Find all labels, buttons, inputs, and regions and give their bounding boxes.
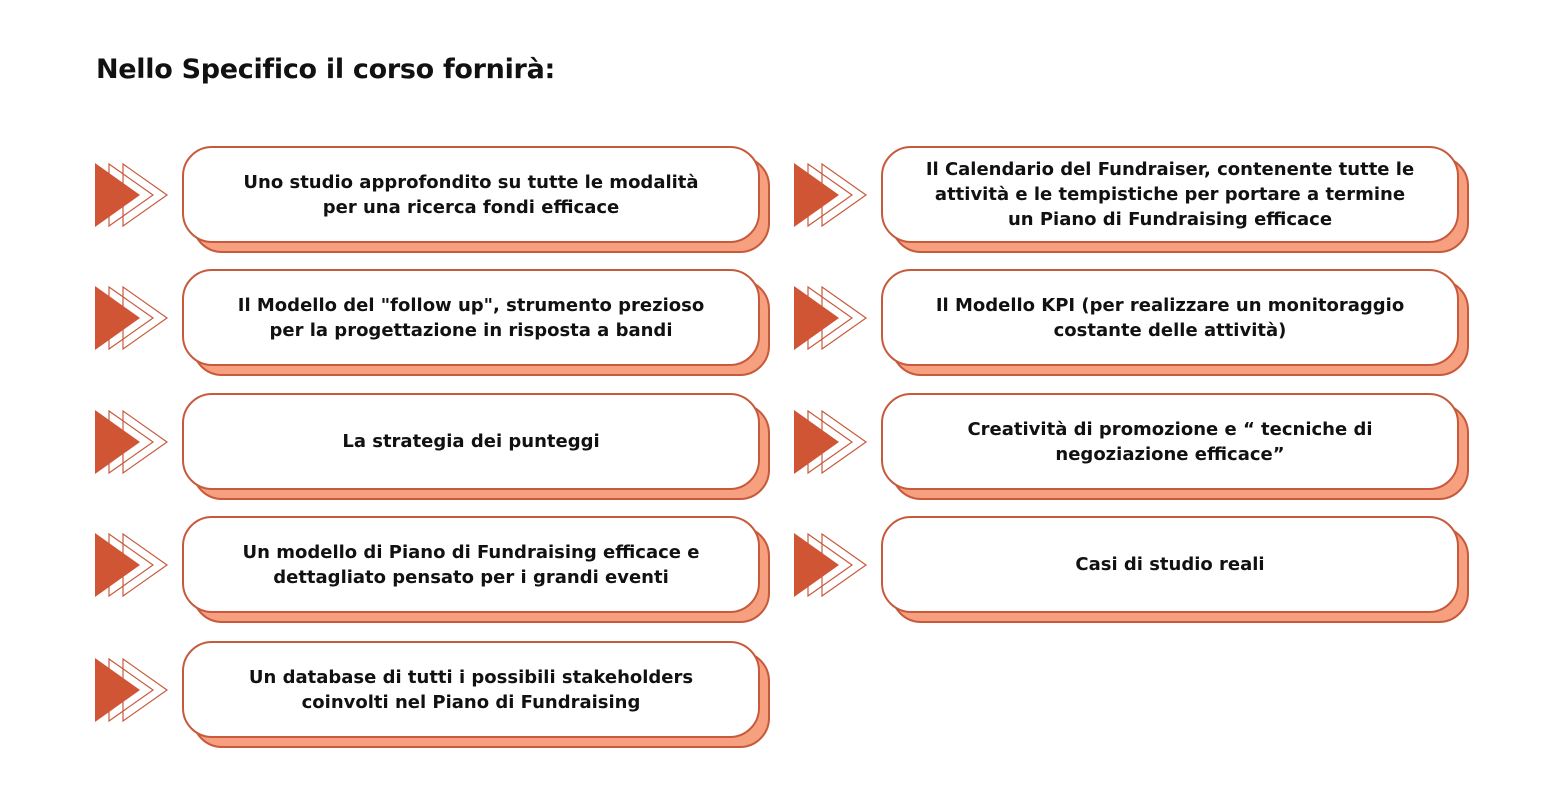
item-text: Creatività di promozione e “ tecniche di… bbox=[967, 418, 1373, 465]
item-card: Un database di tutti i possibili stakeho… bbox=[182, 641, 760, 738]
item-card: Il Modello KPI (per realizzare un monito… bbox=[881, 269, 1459, 366]
item-card: Un modello di Piano di Fundraising effic… bbox=[182, 516, 760, 613]
triple-arrow-icon bbox=[95, 163, 169, 227]
triple-arrow-icon bbox=[794, 163, 868, 227]
item-card: Creatività di promozione e “ tecniche di… bbox=[881, 393, 1459, 490]
list-item: Il Modello del "follow up", strumento pr… bbox=[95, 269, 775, 379]
item-text: Uno studio approfondito su tutte le moda… bbox=[243, 171, 699, 218]
list-item: Un database di tutti i possibili stakeho… bbox=[95, 641, 775, 751]
list-item: Uno studio approfondito su tutte le moda… bbox=[95, 146, 775, 256]
list-item: La strategia dei punteggi bbox=[95, 393, 775, 503]
item-card: Il Calendario del Fundraiser, contenente… bbox=[881, 146, 1459, 243]
item-card: Casi di studio reali bbox=[881, 516, 1459, 613]
list-item: Creatività di promozione e “ tecniche di… bbox=[794, 393, 1474, 503]
page-title: Nello Specifico il corso fornirà: bbox=[96, 54, 555, 85]
triple-arrow-icon bbox=[794, 410, 868, 474]
item-text: Il Modello KPI (per realizzare un monito… bbox=[935, 294, 1405, 341]
item-text: Casi di studio reali bbox=[1075, 554, 1265, 575]
list-item: Il Modello KPI (per realizzare un monito… bbox=[794, 269, 1474, 379]
list-item: Un modello di Piano di Fundraising effic… bbox=[95, 516, 775, 626]
item-text: La strategia dei punteggi bbox=[342, 431, 600, 452]
triple-arrow-icon bbox=[95, 286, 169, 350]
triple-arrow-icon bbox=[95, 410, 169, 474]
list-item: Il Calendario del Fundraiser, contenente… bbox=[794, 146, 1474, 256]
list-item: Casi di studio reali bbox=[794, 516, 1474, 626]
item-text: Il Calendario del Fundraiser, contenente… bbox=[925, 159, 1415, 230]
item-text: Un modello di Piano di Fundraising effic… bbox=[242, 541, 700, 588]
triple-arrow-icon bbox=[95, 533, 169, 597]
triple-arrow-icon bbox=[95, 658, 169, 722]
item-text: Un database di tutti i possibili stakeho… bbox=[248, 666, 694, 713]
triple-arrow-icon bbox=[794, 533, 868, 597]
item-card: Il Modello del "follow up", strumento pr… bbox=[182, 269, 760, 366]
item-card: Uno studio approfondito su tutte le moda… bbox=[182, 146, 760, 243]
item-text: Il Modello del "follow up", strumento pr… bbox=[237, 294, 705, 341]
item-card: La strategia dei punteggi bbox=[182, 393, 760, 490]
triple-arrow-icon bbox=[794, 286, 868, 350]
